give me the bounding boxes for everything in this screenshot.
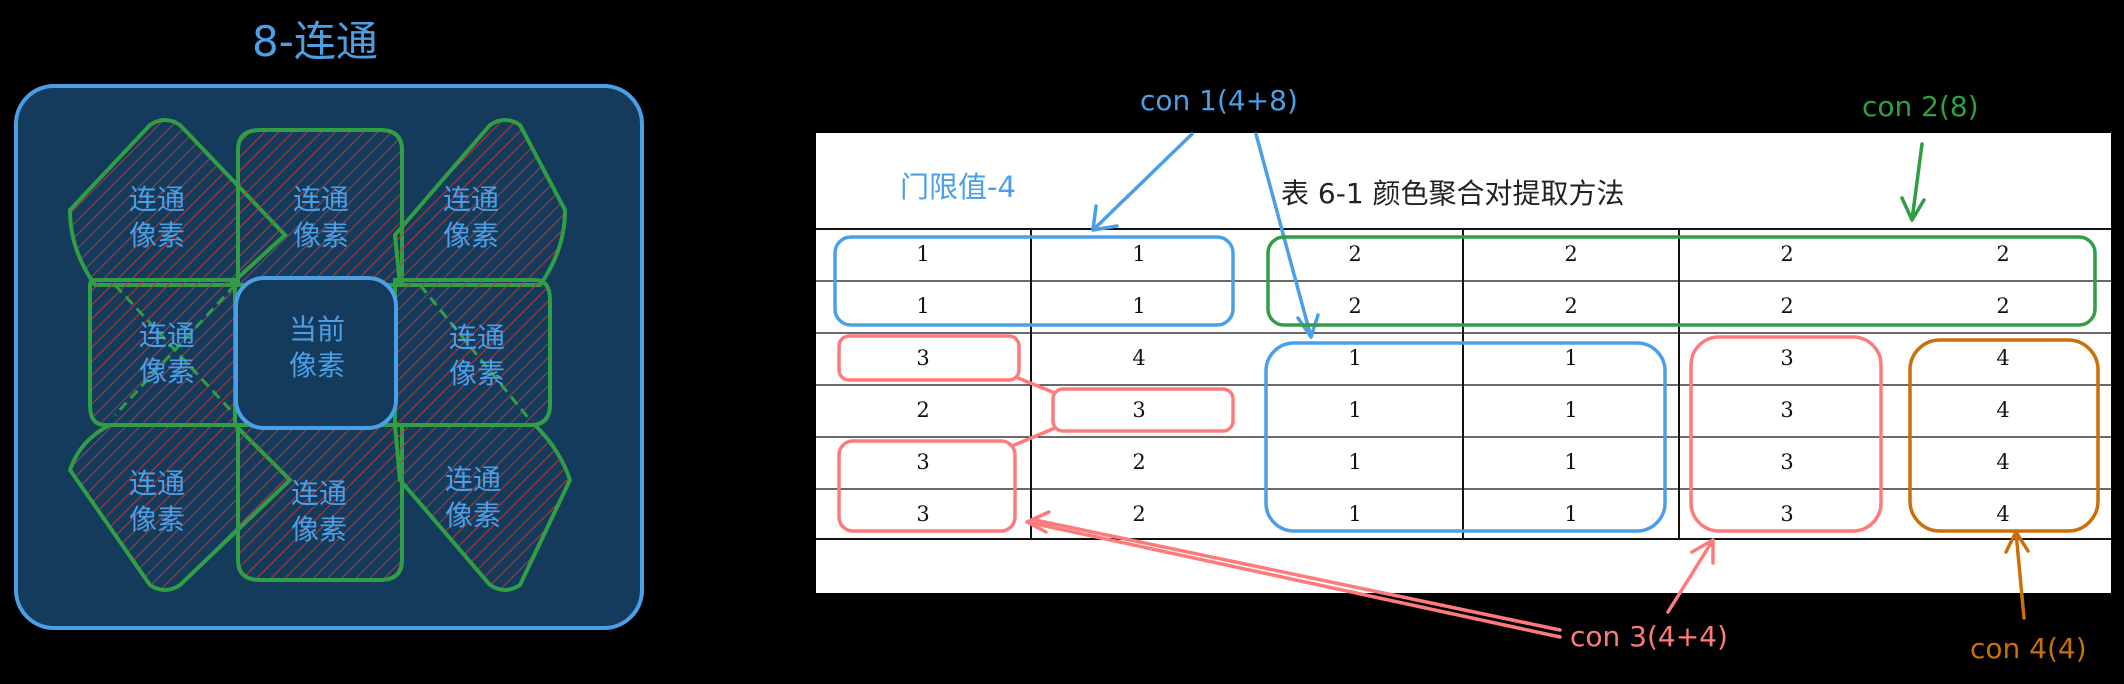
con3-link-b [1010, 426, 1057, 448]
neighbor-label-top-right: 连通像素 [442, 183, 499, 252]
neighbor-top-right [392, 118, 568, 287]
table-cell: 2 [1564, 294, 1578, 318]
center-pixel-label: 当前像素 [288, 313, 345, 382]
table-cell: 2 [1132, 450, 1146, 474]
table-cell: 4 [1996, 346, 2010, 370]
table-cell: 2 [1996, 294, 2010, 318]
table-cell: 2 [916, 398, 930, 422]
neighbor-top [236, 128, 404, 287]
table-cell: 2 [1996, 242, 2010, 266]
table-cell: 4 [1996, 398, 2010, 422]
con2-label: con 2(8) [1862, 90, 1979, 123]
table-cell: 1 [916, 294, 930, 318]
table-cell: 4 [1132, 346, 1146, 370]
table-cell: 1 [1132, 242, 1146, 266]
table-cell: 3 [1780, 450, 1794, 474]
table-cell: 3 [916, 450, 930, 474]
table-caption: 表 6-1 颜色聚合对提取方法 [1281, 177, 1625, 210]
diagram-title: 8-连通 [252, 17, 378, 66]
con4-arrow [2004, 530, 2030, 620]
table-cell: 3 [916, 502, 930, 526]
con2-arrow [1900, 142, 1926, 222]
table-cell: 1 [1132, 294, 1146, 318]
table-cell: 3 [1132, 398, 1146, 422]
con1-arrow-a [1091, 132, 1194, 232]
table-cell: 4 [1996, 502, 2010, 526]
table-cell: 2 [1780, 294, 1794, 318]
neighbor-bottom [236, 423, 404, 582]
neighbor-label-bottom: 连通像素 [290, 477, 347, 546]
center-pixel-box [234, 276, 398, 430]
table-cell: 2 [1780, 242, 1794, 266]
table-cell: 3 [1780, 346, 1794, 370]
table-cell: 3 [916, 346, 930, 370]
con4-box [1908, 338, 2100, 533]
neighbor-bottom-right [392, 423, 573, 592]
table-cell: 2 [1564, 242, 1578, 266]
table-cell: 4 [1996, 450, 2010, 474]
neighbor-label-top: 连通像素 [292, 183, 349, 252]
con3-arrow-a [1025, 510, 1562, 639]
table-cell: 2 [1348, 242, 1362, 266]
neighbor-label-left: 连通像素 [138, 319, 195, 388]
table-cell: 1 [1564, 502, 1578, 526]
con4-label: con 4(4) [1970, 632, 2087, 665]
con1-box-b [1264, 341, 1667, 533]
con1-label: con 1(4+8) [1140, 84, 1298, 117]
threshold-label: 门限值-4 [900, 170, 1016, 204]
con3-box-b [1051, 387, 1235, 433]
con3-box-c [837, 439, 1017, 533]
neighbor-label-top-left: 连通像素 [128, 183, 185, 252]
table-cell: 1 [916, 242, 930, 266]
table-cell: 3 [1780, 502, 1794, 526]
con3-link-a [1016, 376, 1057, 395]
table-cell: 1 [1348, 502, 1362, 526]
con2-box [1266, 235, 2097, 327]
neighbor-label-right: 连通像素 [448, 321, 505, 390]
table-cell: 2 [1132, 502, 1146, 526]
table-cell: 1 [1348, 450, 1362, 474]
table-cell: 1 [1564, 450, 1578, 474]
table-cell: 1 [1348, 346, 1362, 370]
table-cell: 1 [1564, 346, 1578, 370]
con3-box-d [1689, 335, 1883, 533]
neighbor-label-bottom-right: 连通像素 [444, 463, 501, 532]
con3-label: con 3(4+4) [1570, 620, 1728, 653]
neighbor-label-bottom-left: 连通像素 [128, 467, 185, 536]
table-cell: 3 [1780, 398, 1794, 422]
con3-box-a [837, 334, 1021, 382]
table-cell: 1 [1348, 398, 1362, 422]
table-cell: 1 [1564, 398, 1578, 422]
table-cell: 2 [1348, 294, 1362, 318]
con3-arrow-b [1666, 538, 1715, 614]
con1-box-a [833, 235, 1235, 327]
